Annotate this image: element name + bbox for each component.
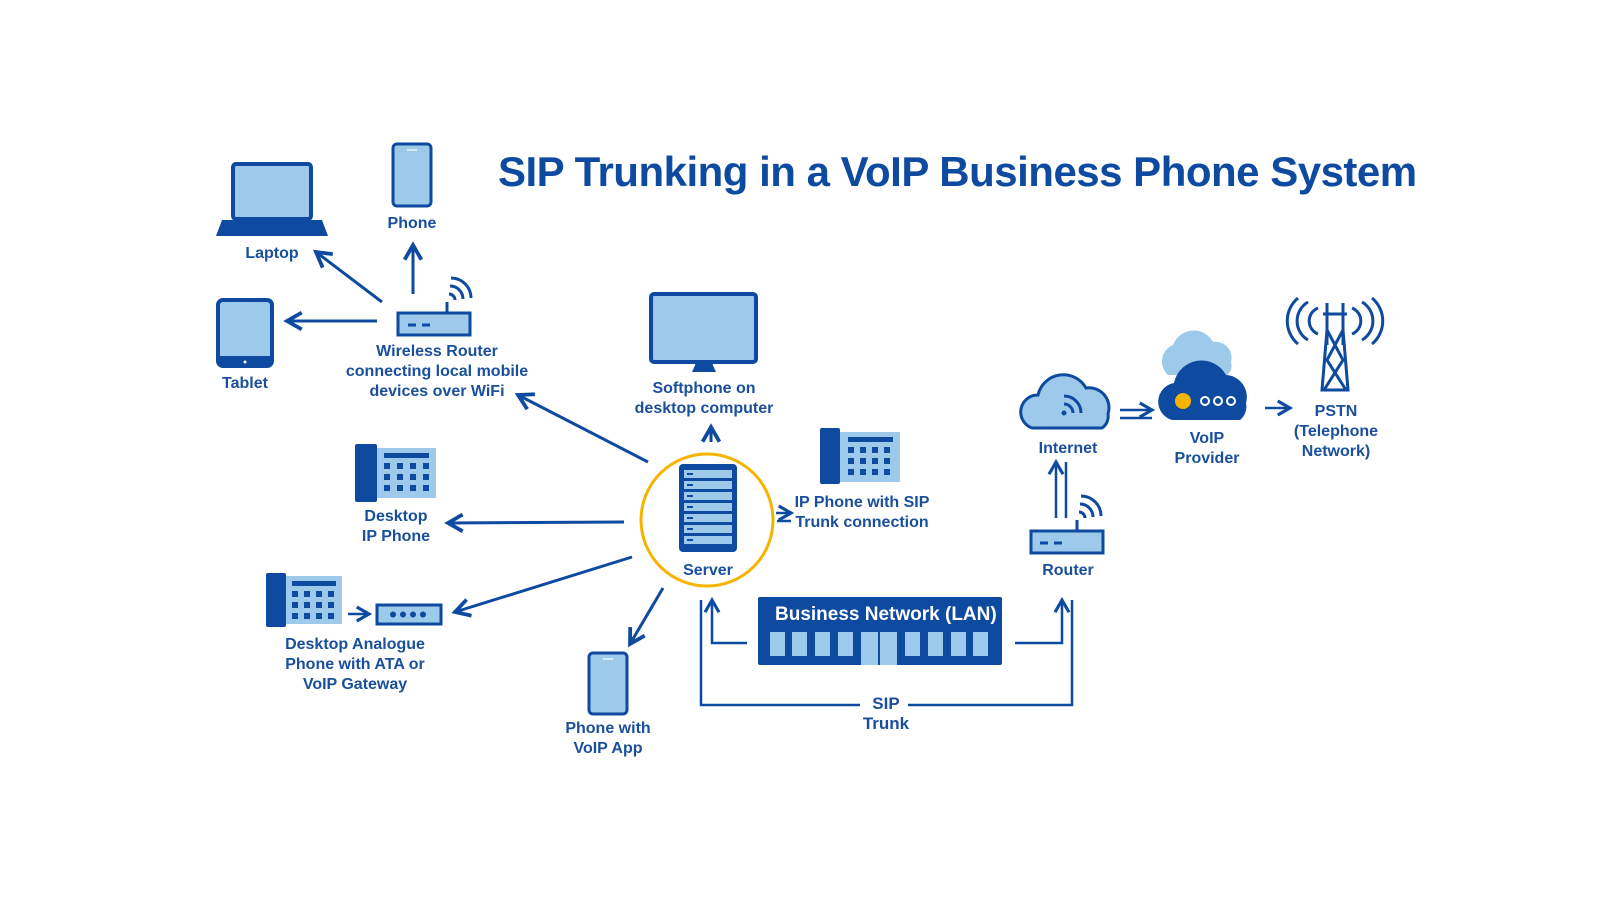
- voip-provider-label: VoIP Provider: [1175, 429, 1240, 469]
- desktop-ip-phone-label-line: IP Phone: [361, 528, 431, 545]
- diagram-title: SIP Trunking in a VoIP Business Phone Sy…: [498, 148, 1417, 195]
- sip-trunk-bracket-left: [699, 600, 860, 707]
- arrow-server-to-desktop-ip-phone: [444, 512, 625, 533]
- analogue-phone-label-line: Desktop Analogue: [285, 636, 425, 653]
- connector-lan-to-server: [703, 596, 747, 645]
- ip-phone-sip-label-line: IP Phone with SIP: [794, 494, 930, 511]
- ip-phone-sip-label-line: Trunk connection: [795, 514, 929, 531]
- arrow-router-to-laptop: [312, 249, 383, 304]
- desk-phone-icon: [355, 444, 436, 502]
- pstn-label-line: Network): [1301, 443, 1371, 460]
- voip-app-phone-label-line: VoIP App: [573, 740, 643, 757]
- connector-lan-to-router: [1015, 596, 1071, 645]
- desktop-ip-phone-label: Desktop IP Phone: [362, 507, 430, 547]
- tablet-icon: [216, 298, 274, 368]
- voip-app-phone-label-line: Phone with: [565, 720, 651, 737]
- tablet-label: Tablet: [222, 375, 268, 392]
- desktop-ip-phone-label-line: Desktop: [364, 508, 428, 525]
- server-icon: [679, 464, 737, 552]
- softphone-label: Softphone on desktop computer: [635, 379, 774, 419]
- phone-label: Phone: [387, 215, 437, 232]
- pstn-label-line: (Telephone: [1293, 423, 1379, 440]
- sip-trunk-bracket-right: [908, 600, 1074, 707]
- sip-trunk-label-line: Trunk: [862, 714, 910, 733]
- analogue-phone-label: Desktop Analogue Phone with ATA or VoIP …: [285, 635, 425, 695]
- server-label: Server: [683, 562, 733, 579]
- arrow-server-to-ata: [451, 555, 633, 618]
- laptop-icon: [216, 162, 328, 236]
- cloud-provider-icon: [1158, 330, 1247, 420]
- analogue-phone-label-line: Phone with ATA or: [285, 656, 425, 673]
- network-switch-icon: [758, 597, 1002, 665]
- voip-provider-label-line: VoIP: [1189, 430, 1225, 447]
- desk-phone-icon: [820, 428, 900, 484]
- cloud-wifi-icon: [1019, 373, 1111, 430]
- cell-tower-icon: [1285, 296, 1385, 392]
- router-label: Router: [1042, 562, 1094, 579]
- smartphone-icon: [587, 651, 629, 716]
- router-icon: [1029, 494, 1105, 555]
- server-highlight-ring: [639, 452, 775, 588]
- voip-app-phone-label: Phone with VoIP App: [565, 719, 650, 759]
- wireless-router-label-line: connecting local mobile: [345, 363, 529, 380]
- laptop-label: Laptop: [245, 245, 299, 262]
- sip-trunk-label-line: SIP: [872, 694, 900, 713]
- arrow-server-to-wireless-router: [514, 392, 649, 464]
- internet-label: Internet: [1038, 440, 1098, 457]
- wireless-router-label-line: devices over WiFi: [369, 383, 505, 400]
- ata-gateway-icon: [375, 603, 443, 626]
- softphone-label-line: Softphone on: [652, 380, 756, 397]
- wireless-router-label: Wireless Router connecting local mobile …: [346, 342, 528, 402]
- voip-provider-label-line: Provider: [1174, 450, 1240, 467]
- arrow-server-to-voip-app-phone: [628, 587, 665, 648]
- pstn-label: PSTN (Telephone Network): [1294, 402, 1378, 462]
- pstn-label-line: PSTN: [1314, 403, 1358, 420]
- analogue-phone-label-line: VoIP Gateway: [302, 676, 408, 693]
- wireless-router-label-line: Wireless Router: [376, 343, 498, 360]
- smartphone-icon: [391, 142, 433, 208]
- softphone-label-line: desktop computer: [634, 400, 774, 417]
- sip-trunk-label: SIP Trunk: [863, 694, 909, 734]
- desk-phone-icon: [266, 573, 342, 627]
- monitor-icon: [649, 292, 758, 372]
- lan-label: Business Network (LAN): [775, 604, 997, 625]
- wireless-router-icon: [396, 276, 473, 337]
- ip-phone-sip-label: IP Phone with SIP Trunk connection: [795, 493, 930, 533]
